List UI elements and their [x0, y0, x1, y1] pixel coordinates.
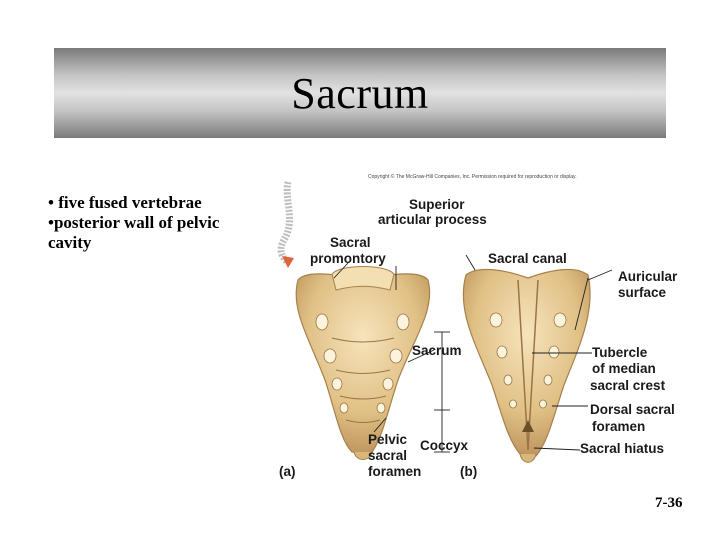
- slide-title: Sacrum: [291, 68, 429, 118]
- label-auricular-surface: Auricular: [618, 269, 678, 284]
- label-tubercle-3: sacral crest: [590, 378, 666, 393]
- label-sacral-promontory: Sacral: [330, 235, 371, 250]
- page-number: 7-36: [655, 495, 683, 511]
- label-panel-a: (a): [279, 464, 296, 479]
- label-pelvic-sacral-foramen-3: foramen: [368, 464, 422, 479]
- label-superior-articular-process-2: articular process: [378, 212, 487, 227]
- label-superior-articular-process: Superior: [409, 198, 465, 212]
- label-pelvic-sacral-foramen: Pelvic: [368, 432, 408, 447]
- label-sacrum: Sacrum: [412, 343, 462, 358]
- leader-lines: [333, 254, 613, 453]
- sacrum-illustration: [277, 181, 613, 463]
- label-sacral-hiatus: Sacral hiatus: [580, 441, 665, 456]
- label-dorsal-sacral-foramen-2: foramen: [592, 419, 646, 434]
- copyright-notice: Copyright © The McGraw-Hill Companies, I…: [368, 174, 577, 180]
- sacrum-highlight: [282, 256, 294, 268]
- sacrum-anterior-view: [295, 266, 431, 460]
- bullet-item: •posterior wall of pelvic cavity: [48, 213, 220, 252]
- label-line: Superior: [409, 197, 465, 212]
- title-bar: Sacrum: [54, 48, 666, 138]
- bullet-list: • five fused vertebrae •posterior wall o…: [48, 193, 263, 253]
- label-dorsal-sacral-foramen: Dorsal sacral: [590, 402, 675, 417]
- label-pelvic-sacral-foramen-2: sacral: [368, 448, 408, 463]
- label-coccyx: Coccyx: [420, 438, 469, 453]
- bullet-item: • five fused vertebrae: [48, 193, 202, 212]
- label-tubercle-2: of median: [592, 361, 656, 376]
- label-sacral-promontory-2: promontory: [310, 251, 386, 266]
- label-panel-b: (b): [460, 464, 478, 479]
- sacrum-posterior-view: [462, 268, 591, 463]
- label-tubercle: Tubercle: [592, 345, 648, 360]
- label-auricular-surface-2: surface: [618, 285, 667, 300]
- spine-thumbnail: [277, 181, 294, 268]
- label-sacral-canal: Sacral canal: [488, 251, 567, 266]
